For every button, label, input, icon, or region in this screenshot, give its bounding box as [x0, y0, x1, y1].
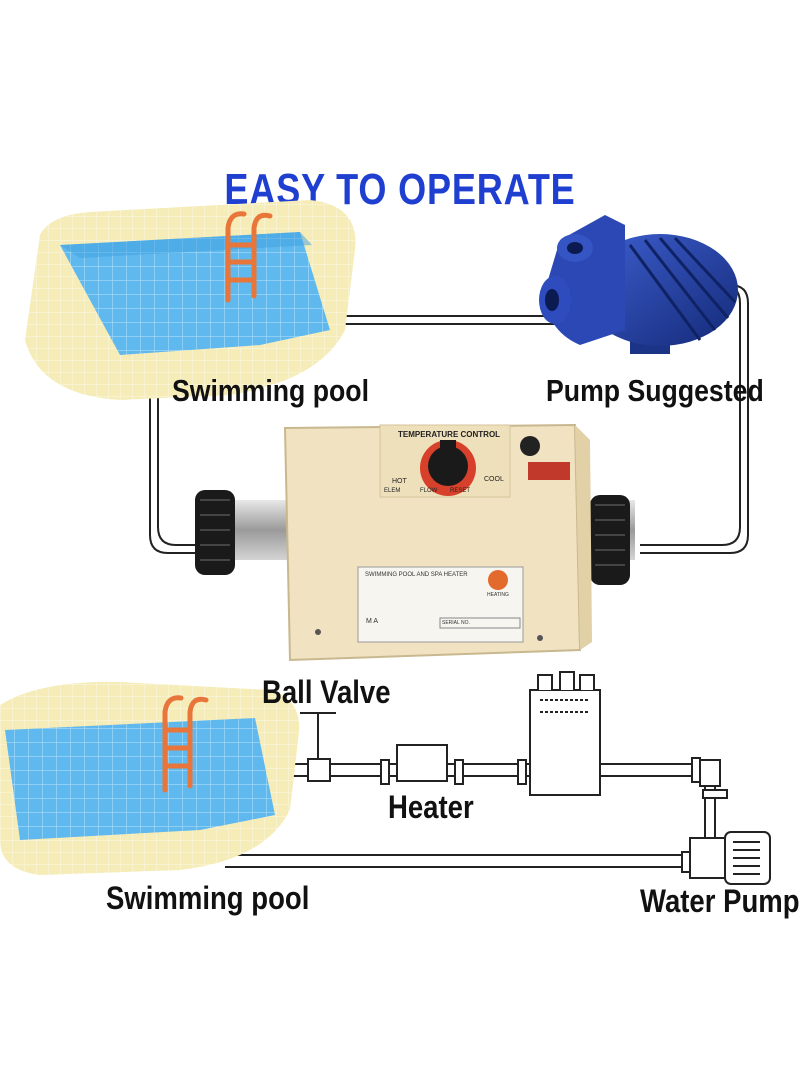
- pump-suggested-illustration: [539, 215, 738, 354]
- heater-plate-ma: M A: [366, 618, 379, 625]
- label-swimming-pool-bottom: Swimming pool: [106, 880, 310, 916]
- label-water-pump: Water Pump: [640, 883, 800, 919]
- label-ball-valve: Ball Valve: [262, 674, 391, 710]
- heater-dial-cool: COOL: [484, 476, 504, 483]
- label-swimming-pool-top: Swimming pool: [172, 373, 369, 408]
- swimming-pool-bottom-illustration: [0, 681, 300, 875]
- pipe-fittings: [307, 671, 728, 873]
- heater-dial-flow: FLOW: [420, 488, 438, 494]
- heater-heating-label: HEATING: [487, 592, 509, 598]
- heater-plate-serial: SERIAL NO.: [442, 620, 470, 626]
- water-pump-outline: [689, 831, 771, 885]
- heater-dial-reset: RESET: [450, 488, 471, 494]
- heater-dial-hot: HOT: [392, 478, 407, 485]
- heater-unit-illustration: [195, 423, 635, 662]
- pool-ladder-icon: [225, 211, 273, 303]
- heater-plate-title: SWIMMING POOL AND SPA HEATER: [365, 572, 468, 578]
- label-heater: Heater: [388, 789, 474, 825]
- swimming-pool-top-illustration: [25, 200, 356, 400]
- heater-dial-elem: ELEM: [384, 488, 401, 494]
- label-pump-suggested: Pump Suggested: [546, 373, 764, 408]
- pool-ladder-icon: [162, 695, 209, 793]
- heater-dial-title: TEMPERATURE CONTROL: [398, 430, 501, 439]
